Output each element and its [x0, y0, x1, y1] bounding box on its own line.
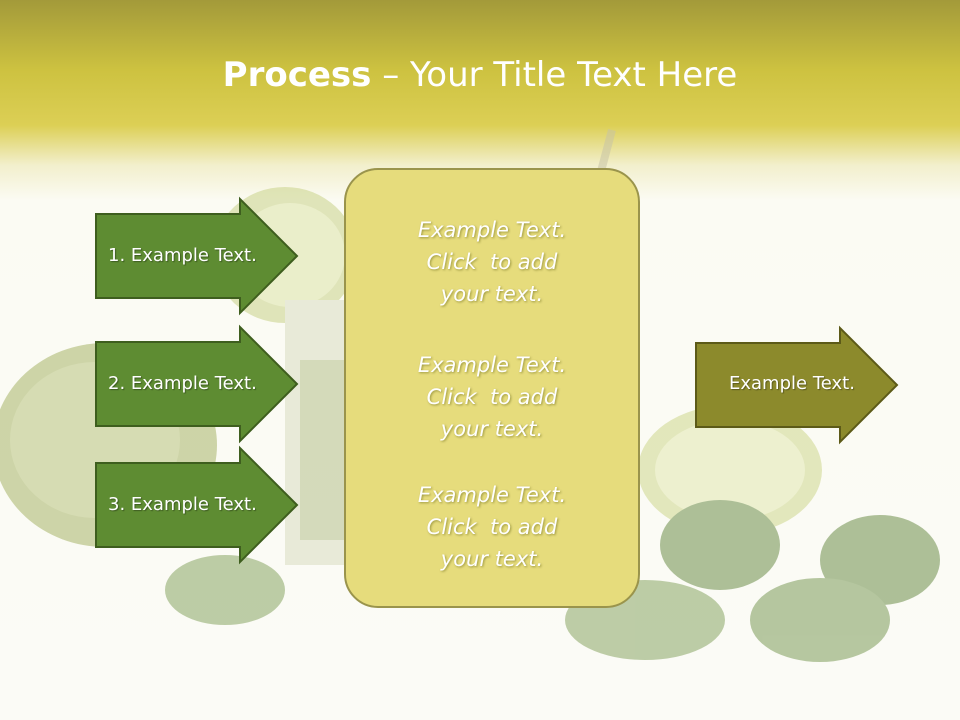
arrow-shape-1[interactable] — [95, 196, 299, 316]
title-separator: – — [371, 55, 411, 95]
center-text-line: your text. — [440, 417, 544, 441]
center-text-block-3[interactable]: Example Text. Click to add your text. — [346, 479, 638, 575]
arrow-label-1: 1. Example Text. — [108, 245, 257, 266]
arrow-shape-2[interactable] — [95, 324, 299, 444]
center-text-line: Click to add — [426, 515, 558, 539]
slide-title[interactable]: Process – Your Title Text Here — [0, 52, 960, 98]
arrow-label-3: 3. Example Text. — [108, 494, 257, 515]
center-text-line: Example Text. — [417, 483, 567, 507]
center-text-line: Example Text. — [417, 353, 567, 377]
center-text-line: your text. — [440, 282, 544, 306]
straw-image — [596, 128, 616, 177]
center-text-line: your text. — [440, 547, 544, 571]
center-text-line: Click to add — [426, 250, 558, 274]
arrow-label-right: Example Text. — [729, 373, 855, 394]
center-text-block-2[interactable]: Example Text. Click to add your text. — [346, 349, 638, 445]
arrow-shape-3[interactable] — [95, 445, 299, 565]
arrow-shape-right[interactable] — [695, 325, 899, 445]
title-rest: Your Title Text Here — [410, 55, 738, 95]
center-text-block-1[interactable]: Example Text. Click to add your text. — [346, 214, 638, 310]
center-text-box[interactable]: Example Text. Click to add your text. Ex… — [344, 168, 640, 608]
title-bold: Process — [222, 55, 372, 95]
mint-leaves-image — [660, 500, 780, 590]
center-text-line: Example Text. — [417, 218, 567, 242]
center-text-line: Click to add — [426, 385, 558, 409]
arrow-label-2: 2. Example Text. — [108, 373, 257, 394]
